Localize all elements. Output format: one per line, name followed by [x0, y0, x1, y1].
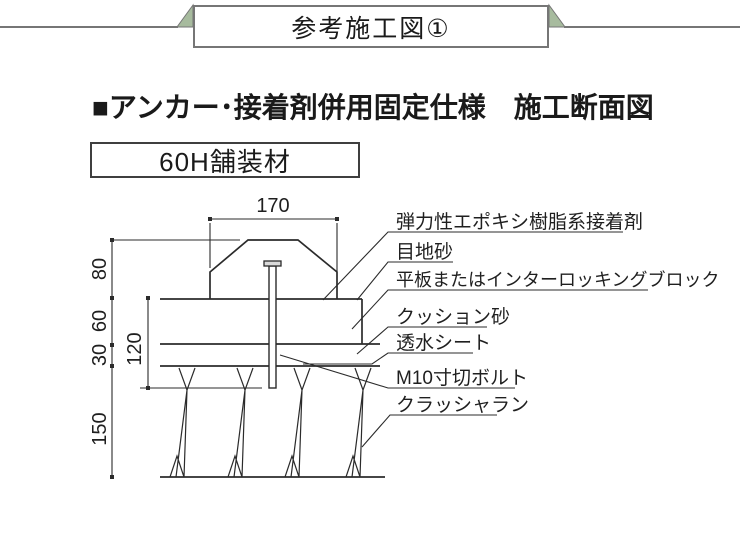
leader-lines — [279, 231, 648, 448]
paving-block-outline — [209, 239, 338, 299]
anchor-bolt — [263, 260, 282, 389]
ribbon-fold-right — [548, 3, 566, 28]
label-crusher-run: クラッシャラン — [396, 394, 529, 416]
dim-slab-height: 60 — [89, 310, 111, 332]
dim-cushion-height: 30 — [89, 344, 111, 366]
ribbon-banner — [0, 3, 740, 28]
label-joint-sand: 目地砂 — [396, 241, 453, 263]
label-cushion-sand: クッション砂 — [396, 306, 510, 328]
label-bolt: M10寸切ボルト — [396, 367, 528, 389]
ribbon-fold-left — [176, 3, 194, 28]
bolt-shaft — [268, 265, 277, 389]
dim-block-height: 80 — [89, 258, 111, 280]
dim-crusher-height: 150 — [89, 412, 111, 445]
dimension-annotations: 170 80 60 30 150 120 — [89, 195, 339, 479]
dim-top-width: 170 — [256, 195, 289, 217]
section-heading: ■アンカー･接着剤併用固定仕様 施工断面図 — [92, 92, 654, 123]
label-permeable-sheet: 透水シート — [396, 332, 491, 354]
banner-title-box: 参考施工図① — [193, 5, 549, 48]
layer-labels: 弾力性エポキシ樹脂系接着剤 目地砂 平板またはインターロッキングブロック クッシ… — [396, 211, 719, 416]
label-adhesive: 弾力性エポキシ樹脂系接着剤 — [396, 211, 643, 233]
product-label: 60H舗装材 — [159, 146, 291, 177]
label-slab: 平板またはインターロッキングブロック — [396, 269, 719, 290]
bolt-head — [263, 260, 282, 267]
dim-bolt-depth: 120 — [124, 332, 146, 365]
banner-title: 参考施工図① — [291, 14, 451, 43]
product-label-box: 60H舗装材 — [90, 142, 360, 178]
